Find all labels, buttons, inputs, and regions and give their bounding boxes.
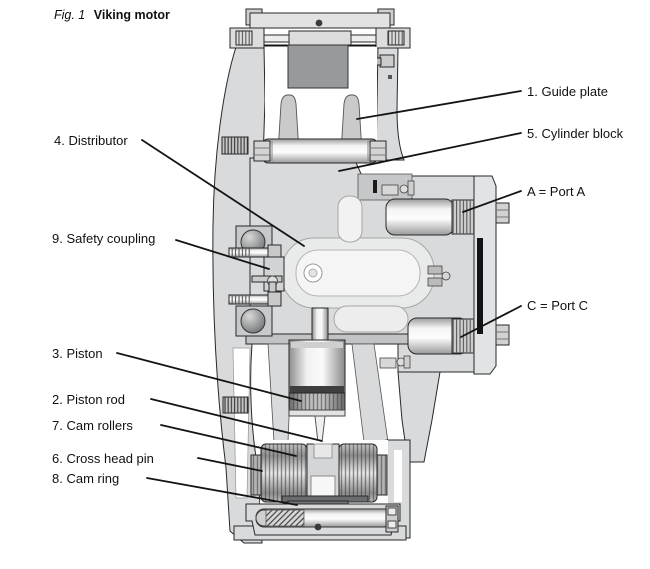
leader-piston-rod bbox=[150, 398, 323, 442]
leader-guide-plate bbox=[356, 90, 522, 120]
leader-lines bbox=[116, 90, 522, 506]
callout-cam-ring: 8. Cam ring bbox=[52, 471, 120, 486]
port-a-part bbox=[385, 198, 510, 236]
callout-cross-head-pin: 6. Cross head pin bbox=[52, 451, 154, 466]
figure-number: Fig. 1 bbox=[54, 8, 86, 22]
safety-coupling-part bbox=[228, 225, 285, 337]
leader-port-c bbox=[460, 305, 522, 338]
callout-port-a: A = Port A bbox=[527, 184, 586, 199]
motor-top-shaft-assembly bbox=[229, 8, 411, 79]
figure-caption: Fig. 1 Viking motor bbox=[54, 8, 170, 22]
mounting-hardware bbox=[373, 180, 415, 369]
cylinder-block-part bbox=[253, 138, 387, 164]
leader-cylinder-block bbox=[338, 132, 522, 172]
callout-piston-rod: 2. Piston rod bbox=[52, 392, 125, 407]
callout-piston: 3. Piston bbox=[52, 346, 103, 361]
distributor-part bbox=[281, 195, 451, 333]
callout-cylinder-block: 5. Cylinder block bbox=[527, 126, 624, 141]
leader-safety-coupling bbox=[175, 239, 270, 270]
callout-port-c: C = Port C bbox=[527, 298, 589, 313]
callout-safety-coupling: 9. Safety coupling bbox=[52, 231, 156, 246]
callout-guide-plate: 1. Guide plate bbox=[527, 84, 608, 99]
leader-distributor bbox=[141, 139, 305, 247]
leader-cam-rollers bbox=[160, 424, 297, 457]
leader-cam-ring bbox=[146, 477, 298, 506]
cam-roller-part bbox=[250, 440, 388, 506]
leader-port-a bbox=[462, 190, 522, 213]
callout-cam-rollers: 7. Cam rollers bbox=[52, 418, 133, 433]
leader-piston bbox=[116, 352, 302, 402]
callout-distributor: 4. Distributor bbox=[54, 133, 128, 148]
leader-cross-head-pin bbox=[197, 457, 263, 472]
bottom-shaft-part bbox=[245, 503, 401, 536]
figure-title: Viking motor bbox=[93, 8, 170, 22]
piston-part bbox=[288, 307, 346, 448]
